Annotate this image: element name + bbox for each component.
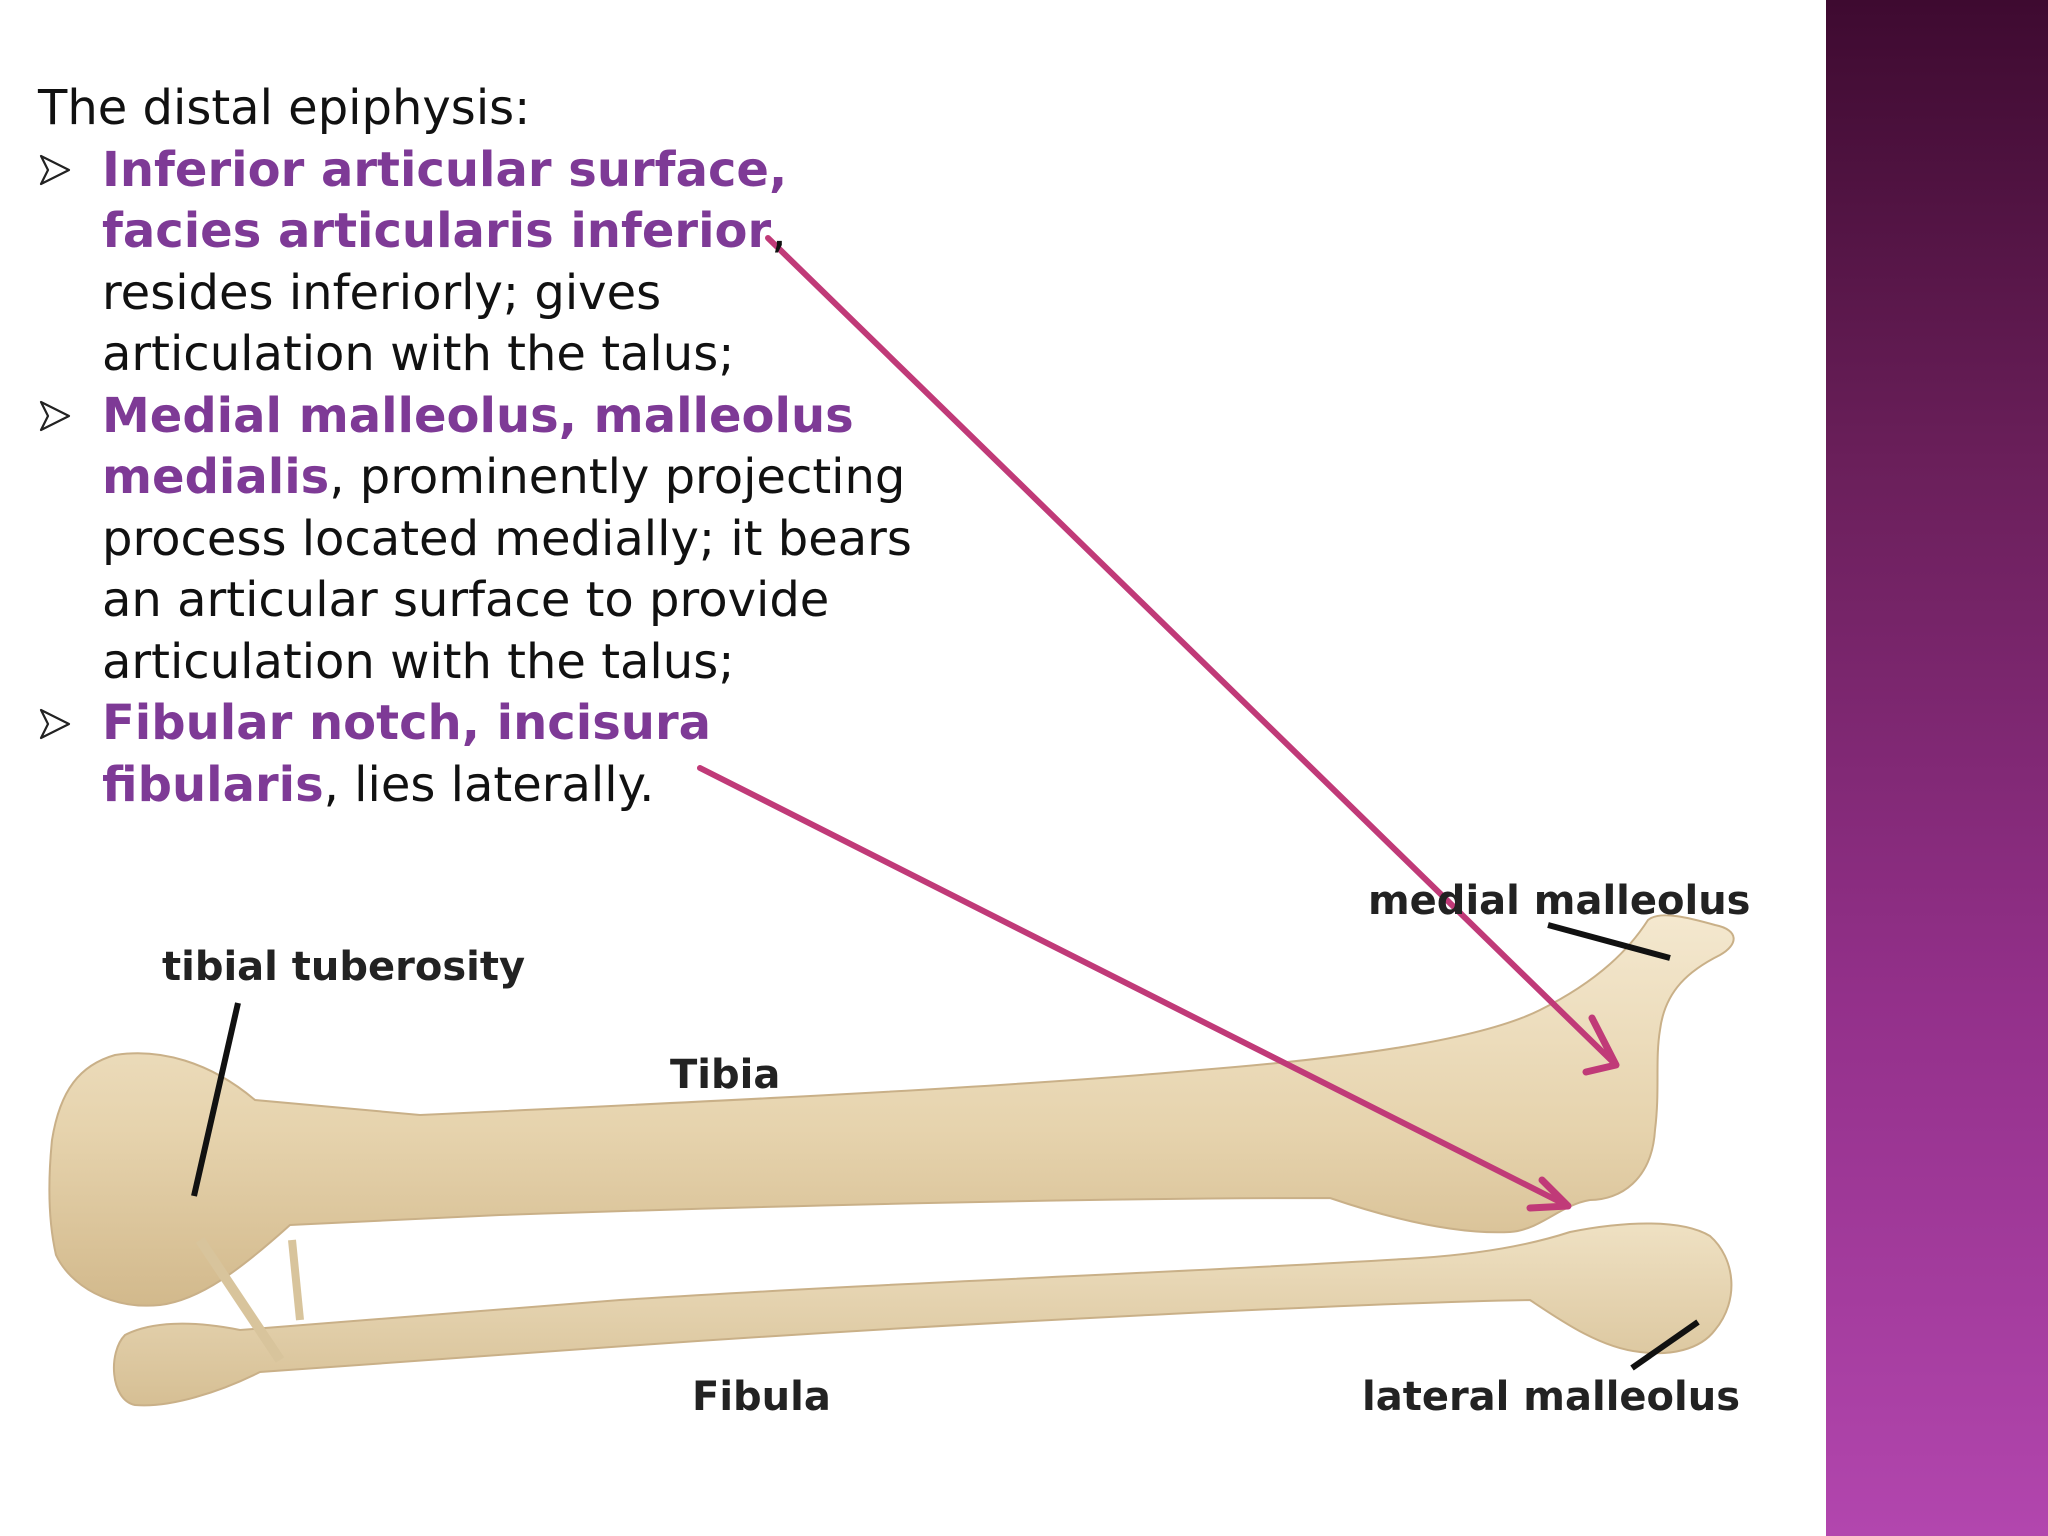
lateral-malleolus-label: lateral malleolus	[1362, 1374, 1740, 1420]
tibia-label: Tibia	[670, 1052, 780, 1098]
tibia-bone	[48, 914, 1735, 1307]
ligament-strand	[195, 1237, 285, 1363]
ligament-strand	[288, 1239, 304, 1321]
decorative-side-band	[1826, 0, 2048, 1536]
bullet-term: Fibular notch, incisura fibularis	[102, 695, 711, 813]
medial-malleolus-label: medial malleolus	[1368, 878, 1750, 924]
bullet-description: , prominently projecting process located…	[102, 449, 912, 690]
bullet-description: , resides inferiorly; gives articulation…	[102, 203, 787, 382]
slide-text: The distal epiphysis: Inferior articular…	[38, 78, 918, 816]
slide-heading: The distal epiphysis:	[38, 80, 531, 136]
bullet-item: Inferior articular surface, facies artic…	[38, 140, 918, 386]
fibula-label: Fibula	[692, 1374, 831, 1420]
lateral-malleolus-leader	[1630, 1319, 1700, 1371]
arrowhead-bullet-icon	[38, 140, 86, 202]
bullet-item: Medial malleolus, malleolus medialis, pr…	[38, 386, 918, 694]
arrowhead-bullet-icon	[38, 693, 86, 755]
bullet-description: , lies laterally.	[323, 756, 655, 813]
medial-malleolus-leader	[1547, 922, 1671, 961]
pointer-arrow-icon	[765, 235, 1620, 1076]
bullet-term: Medial malleolus, malleolus medialis	[102, 387, 854, 506]
bullet-term: Inferior articular surface, facies artic…	[102, 141, 788, 260]
tibial-tuberosity-label: tibial tuberosity	[162, 944, 525, 990]
pointer-arrow-icon	[697, 765, 1572, 1212]
bullet-item: Fibular notch, incisura fibularis, lies …	[38, 693, 918, 816]
fibula-bone	[112, 1222, 1733, 1407]
tibial-tuberosity-leader	[191, 1002, 241, 1197]
arrowhead-bullet-icon	[38, 386, 86, 448]
